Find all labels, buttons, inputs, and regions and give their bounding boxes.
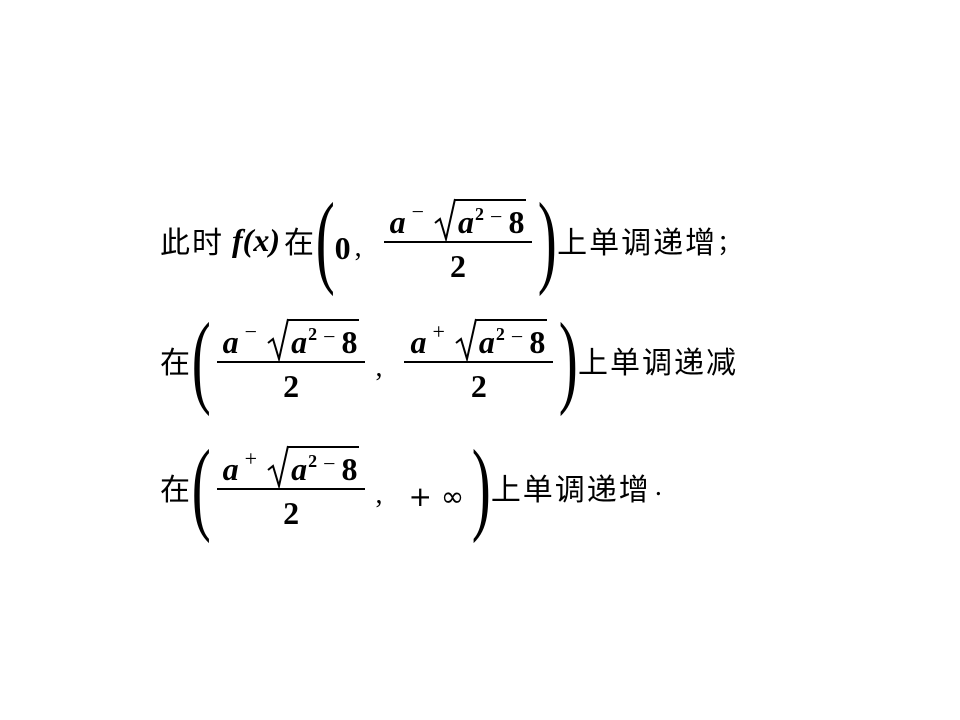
fraction-denominator: 2 [450,247,467,284]
fraction-bar [383,241,533,243]
right-paren: ) [538,182,558,297]
interval-comma: , [375,352,383,383]
interval-comma: , [375,479,383,510]
line1-mid-text: 在 [283,226,316,261]
fraction-bar [404,361,554,363]
right-paren: ) [559,302,579,417]
radical-sign-icon [455,318,477,361]
line3-end-punct: . [654,471,662,502]
fraction-denominator: 2 [283,494,300,531]
fraction-denominator: 2 [470,367,487,404]
right-paren: ) [471,429,492,544]
line2-prefix: 在 [160,346,192,381]
interval-left-value: 0 [334,229,351,266]
interval-right-infinity: + ∞ [408,479,465,513]
line3-suffix: 上单调递增 [490,473,651,508]
fraction-denominator: 2 [283,367,300,404]
radical-sign-icon [434,198,457,241]
line3-prefix: 在 [160,473,192,508]
fraction-bar [216,488,366,490]
fraction-bar [216,361,366,363]
radical-sign-icon [267,445,290,488]
left-paren: ( [315,182,335,297]
interval-comma: , [354,232,362,263]
line1-prefix: 此时 [160,226,224,261]
line1-end-punct: ； [717,228,742,257]
left-paren: ( [191,429,211,544]
line1-function: f(x) [232,221,280,258]
radical-sign-icon [267,318,290,361]
line1-suffix: 上单调递增 [557,226,718,261]
line2-suffix: 上单调递减 [577,346,738,381]
left-paren: ( [191,302,211,417]
